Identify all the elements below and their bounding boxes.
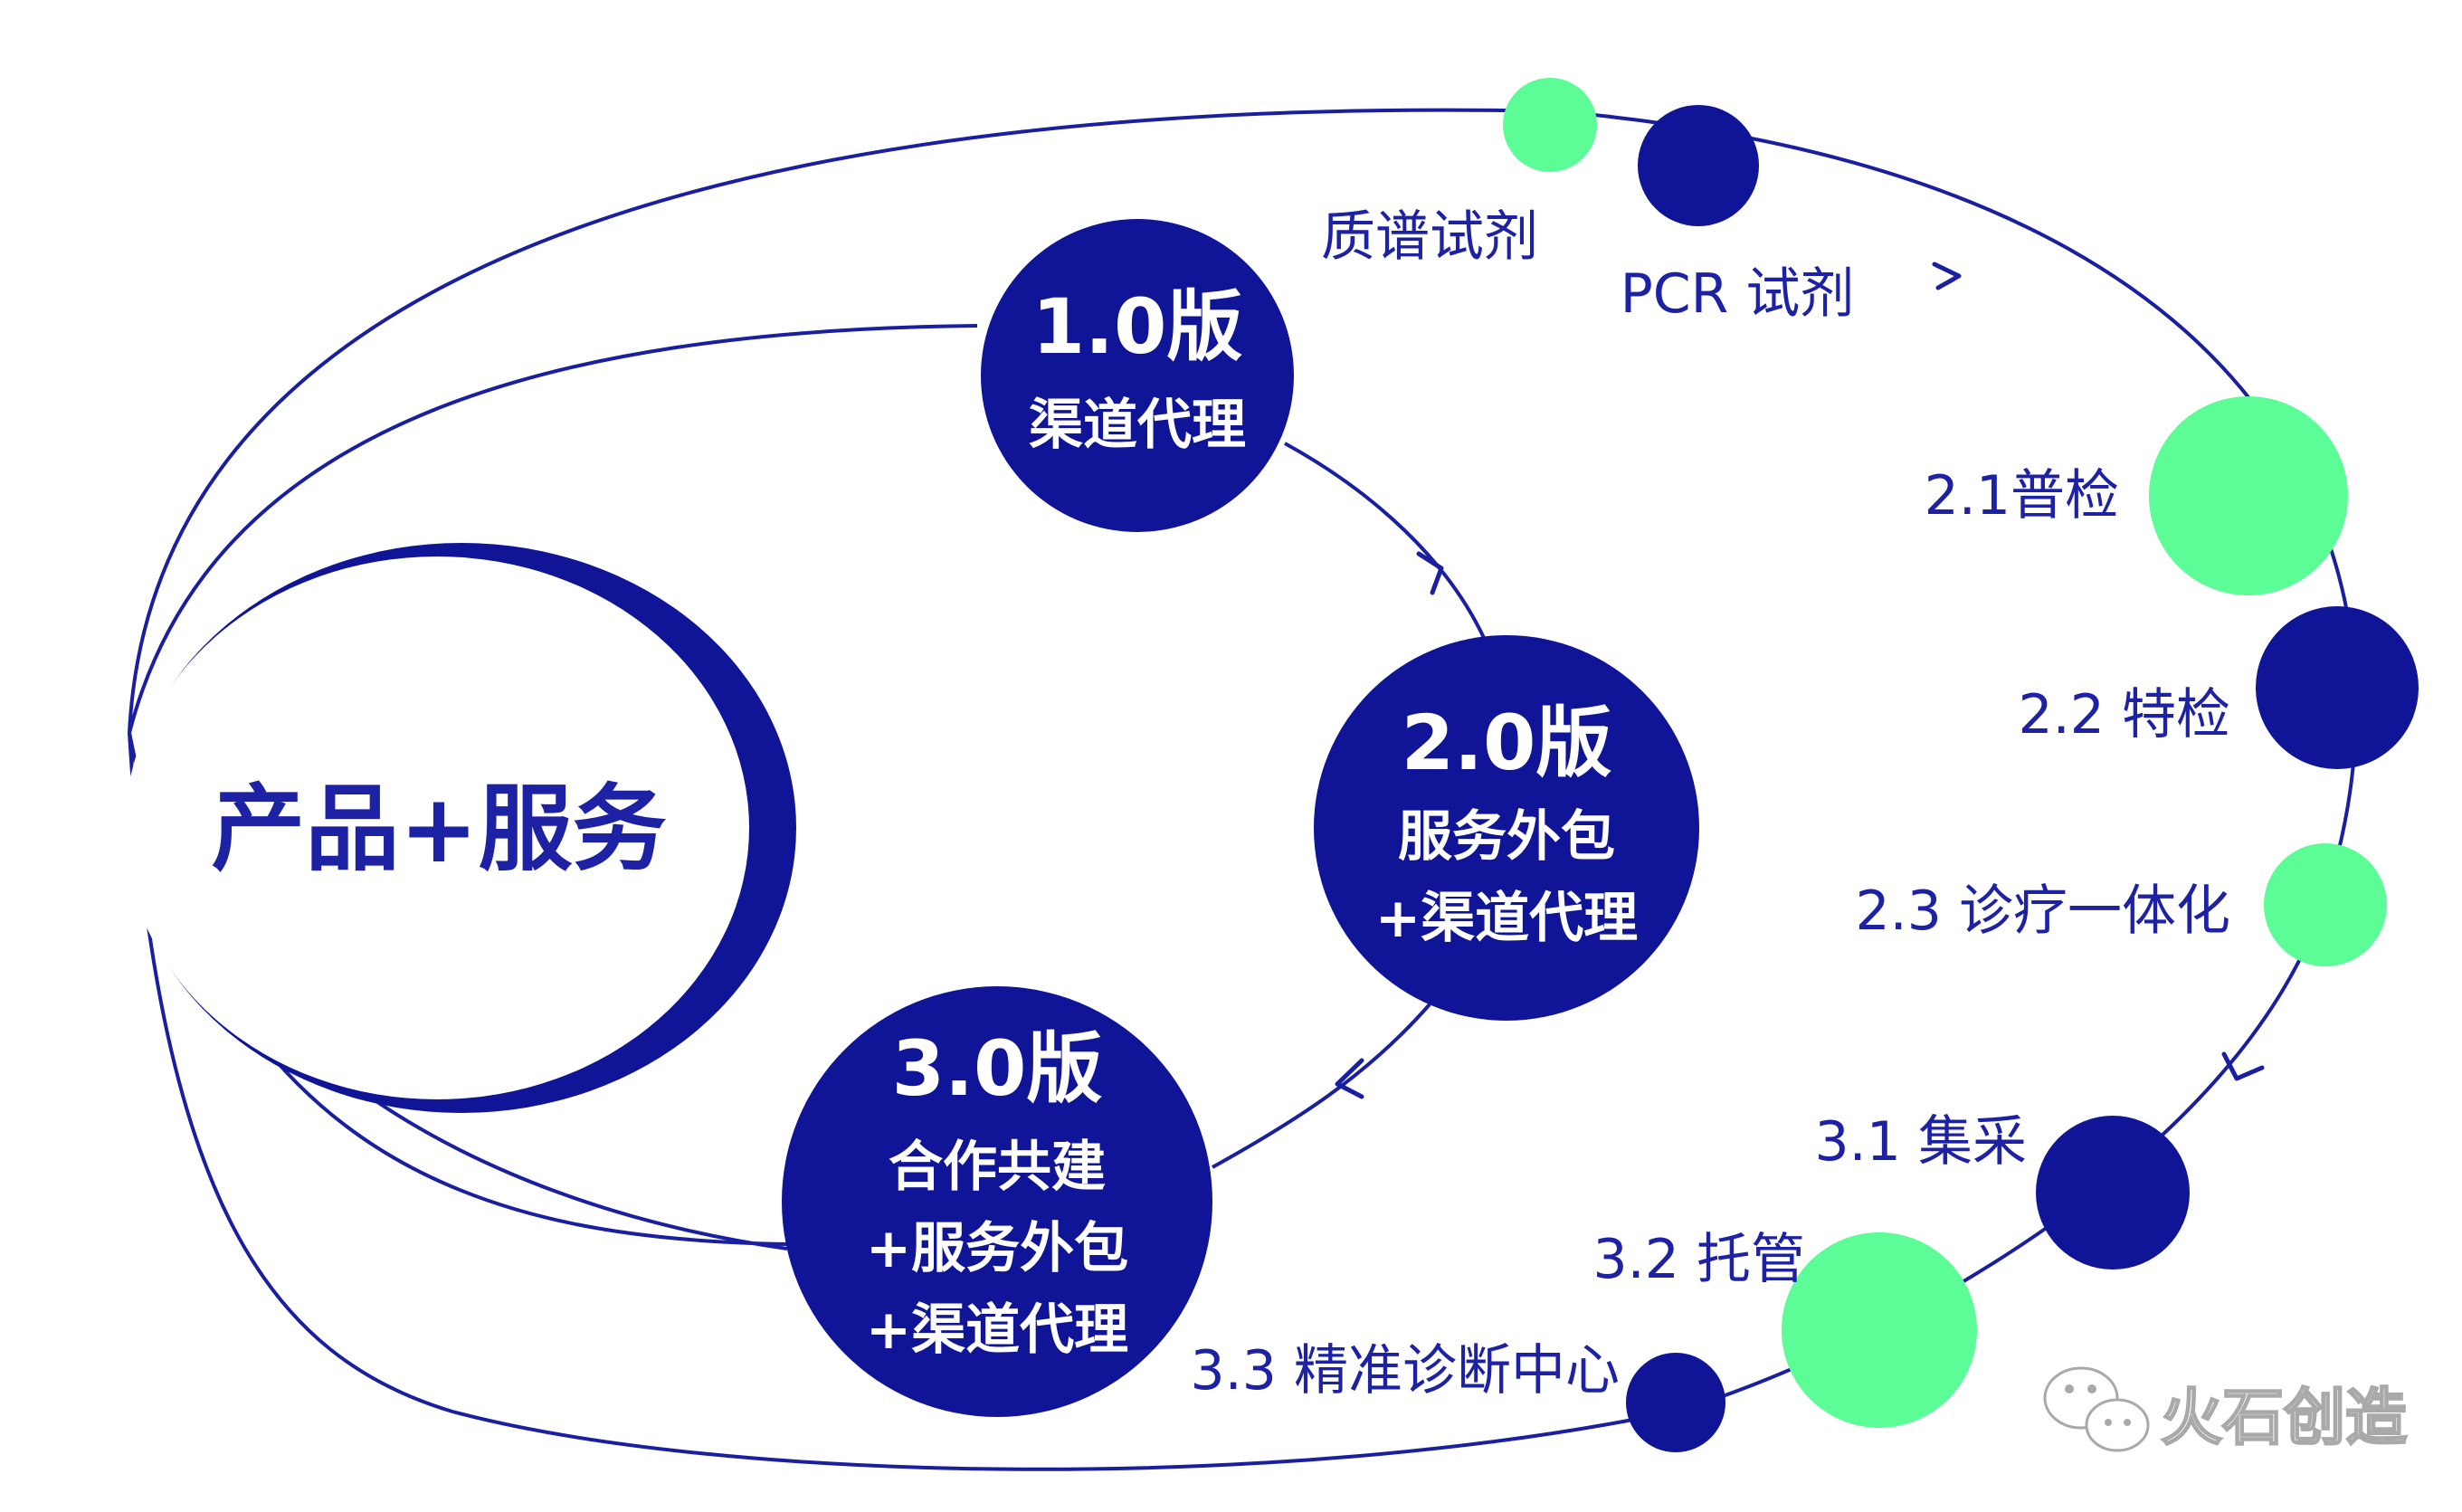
node-circle [1638,105,1759,226]
version-3-title: 3.0版 [892,1024,1103,1113]
center-hub: 产品+服务 [125,543,796,1113]
outer-node-centralized-procurement: 3.1 集采 [1815,1110,2190,1270]
node-label: 质谱试剂 [1321,205,1538,269]
version-3-line-3: +渠道代理 [866,1298,1128,1362]
outer-node-diagnosis-treatment: 2.3 诊疗一体化 [1856,843,2387,966]
version-2-line-1: 服务外包 [1398,805,1615,869]
node-circle [2149,396,2348,595]
outer-node-mass-spec: 质谱试剂 [1321,78,1597,269]
version-1: 1.0版 渠道代理 [981,219,1294,532]
center-hub-label: 产品+服务 [211,774,666,884]
node-circle [2264,843,2387,966]
outer-node-general-test: 2.1普检 [1925,396,2348,595]
version-2: 2.0版 服务外包 +渠道代理 [1314,635,1699,1021]
hub-to-v1-line [128,324,978,734]
outer-node-special-test: 2.2 特检 [2019,606,2419,769]
version-1-title: 1.0版 [1032,282,1243,371]
outer-node-precision-center: 3.3 精准诊断中心 [1191,1339,1725,1452]
version-3-circle [782,986,1212,1417]
wechat-icon [2043,1366,2150,1452]
watermark-text: 火石创造 [2161,1383,2407,1454]
node-circle [1782,1232,1977,1428]
version-2-title: 2.0版 [1402,699,1612,787]
version-1-line-1: 渠道代理 [1029,394,1246,457]
center-hub-inner [125,556,749,1099]
node-circle [2036,1116,2190,1270]
arrow-top-right [1932,262,1962,290]
node-label: 2.3 诊疗一体化 [1856,880,2231,943]
version-1-circle [981,219,1294,532]
arrow-v2-v3 [1335,1058,1364,1099]
node-label: 2.1普检 [1925,464,2119,528]
node-label: PCR 试剂 [1621,262,1855,326]
version-2-circle [1314,635,1699,1021]
version-3-line-2: +服务外包 [866,1217,1128,1280]
version-3: 3.0版 合作共建 +服务外包 +渠道代理 [782,986,1212,1417]
arrow-right-side [2221,1051,2265,1081]
outer-node-custody: 3.2 托管 [1593,1228,1977,1428]
node-circle [1503,78,1597,172]
node-label: 3.2 托管 [1593,1228,1806,1291]
node-label: 3.1 集采 [1815,1110,2028,1174]
node-label: 3.3 精准诊断中心 [1191,1339,1621,1403]
arrow-v1-v2 [1416,551,1444,595]
node-label: 2.2 特检 [2019,683,2231,746]
version-3-line-1: 合作共建 [889,1136,1106,1199]
node-circle [2256,606,2419,769]
outer-node-pcr: PCR 试剂 [1621,105,1855,326]
flow-arrows [1335,262,2265,1099]
v1-to-v2-line [1284,442,1486,639]
version-2-line-2: +渠道代理 [1375,887,1638,950]
v2-to-v3-line [1212,1003,1431,1169]
watermark: 火石创造 [2043,1366,2408,1455]
node-circle [1626,1353,1725,1452]
